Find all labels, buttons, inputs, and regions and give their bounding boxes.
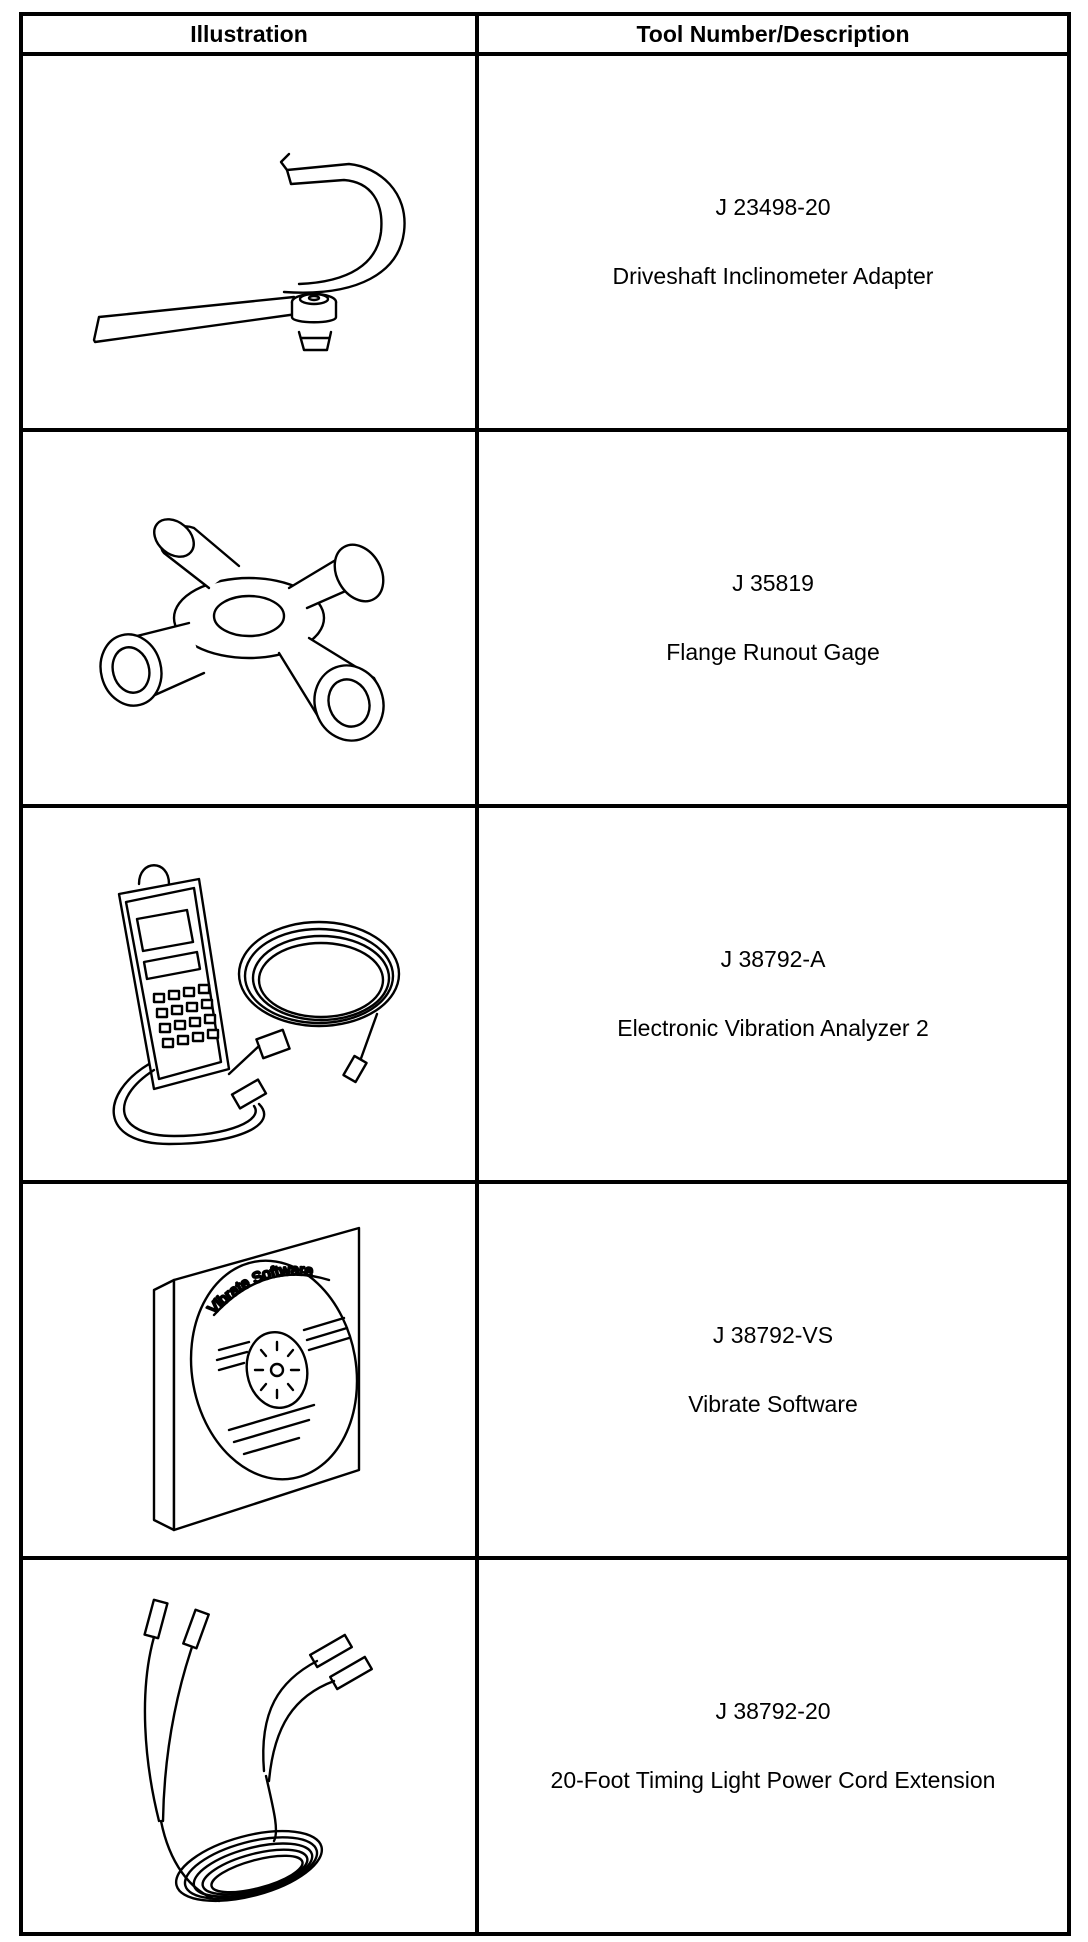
description-cell: J 23498-20 Driveshaft Inclinometer Adapt… [475,52,1071,432]
tool-description: 20-Foot Timing Light Power Cord Extensio… [550,1767,996,1793]
description-cell: J 38792-VS Vibrate Software [475,1180,1071,1560]
table-row: J 23498-20 Driveshaft Inclinometer Adapt… [19,52,1071,432]
illustration-cell [19,804,479,1184]
header-tool-description: Tool Number/Description [475,12,1071,56]
description-cell: J 38792-20 20-Foot Timing Light Power Co… [475,1556,1071,1936]
tool-number: J 23498-20 [715,194,831,220]
tool-number: J 38792-VS [712,1322,834,1348]
table-header-row: Illustration Tool Number/Description [19,12,1071,56]
tool-description: Electronic Vibration Analyzer 2 [617,1015,929,1041]
tool-number: J 38792-A [720,946,826,972]
table-row: J 38792-A Electronic Vibration Analyzer … [19,804,1071,1184]
inclinometer-adapter-icon [92,152,406,352]
description-cell: J 35819 Flange Runout Gage [475,428,1071,808]
tool-number: J 35819 [732,570,814,596]
tool-table: Illustration Tool Number/Description [19,12,1071,1936]
illustration-cell [19,428,479,808]
universal-joint-icon [99,518,385,742]
power-cord-icon [143,1598,374,1903]
illustration-cell: Vibrate Software [19,1180,479,1560]
tool-description: Vibrate Software [688,1391,858,1417]
tool-description: Driveshaft Inclinometer Adapter [612,263,934,289]
table-row: J 38792-20 20-Foot Timing Light Power Co… [19,1556,1071,1936]
header-illustration: Illustration [19,12,479,56]
illustration-cell [19,52,479,432]
table-row: Vibrate Software J 38792-VS Vibrate Soft… [19,1180,1071,1560]
tool-number: J 38792-20 [715,1698,831,1724]
description-cell: J 38792-A Electronic Vibration Analyzer … [475,804,1071,1184]
table-row: J 35819 Flange Runout Gage [19,428,1071,808]
tool-description: Flange Runout Gage [666,639,880,665]
illustration-cell [19,1556,479,1936]
software-cd-icon: Vibrate Software [152,1226,361,1532]
vibration-analyzer-icon [112,864,401,1146]
